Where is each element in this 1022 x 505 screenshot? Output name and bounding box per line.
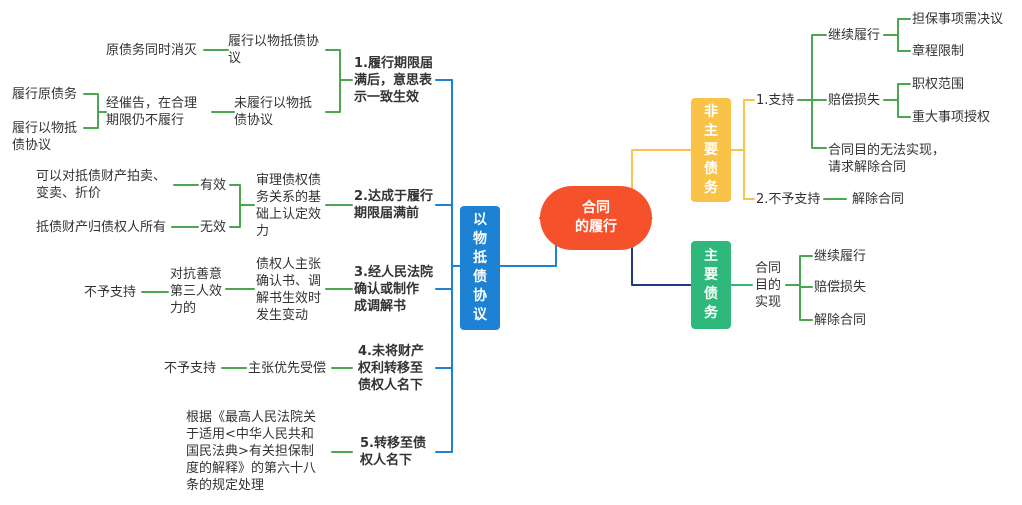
- left-item-4-branch: 主张优先受偿: [248, 361, 327, 376]
- left-item-1-grandchild-1: 履行原债务: [12, 87, 78, 102]
- left-item-3-child: 对抗善意 第三人效 力的: [170, 267, 223, 316]
- left-item-5-branch: 根据《最高人民法院关 于适用<中华人民共和 国民法典>有关担保制 度的解释》的第…: [186, 410, 317, 493]
- purpose-not-achieved: 合同目的无法实现， 请求解除合同: [828, 143, 946, 175]
- left-item-5: 5.转移至债 权人名下: [360, 436, 426, 468]
- main-terminate-contract: 解除合同: [814, 313, 867, 328]
- articles-restriction: 章程限制: [912, 44, 965, 59]
- left-item-4: 4.未将财产 权利转移至 债权人名下: [358, 344, 424, 393]
- main-continue-performance: 继续履行: [814, 249, 867, 264]
- terminate-contract-1: 解除合同: [852, 192, 905, 207]
- non-main-not-supported: 2.不予支持: [756, 192, 821, 207]
- major-matter-authorization: 重大事项授权: [912, 110, 991, 125]
- left-item-2-branch: 审理债权债 务关系的基 础上认定效 力: [256, 173, 322, 239]
- root-node: 合同 的履行: [540, 186, 652, 250]
- left-main-node: 以 物 抵 债 协 议: [460, 206, 500, 330]
- left-item-1: 1.履行期限届 满后，意思表 示一致生效: [354, 56, 433, 105]
- left-item-3-grandchild: 不予支持: [84, 285, 137, 300]
- left-item-4-child: 不予支持: [164, 361, 217, 376]
- non-main-debt-node: 非 主 要 债 务: [691, 98, 731, 202]
- left-item-2-valid: 有效: [200, 178, 227, 193]
- support-continue-performance: 继续履行: [828, 28, 881, 43]
- guarantee-resolution: 担保事项需决议: [912, 12, 1004, 27]
- main-debt-node: 主 要 债 务: [691, 241, 731, 329]
- left-item-1-branch-1-child: 原债务同时消灭: [106, 43, 198, 58]
- left-item-2-invalid-result: 抵债财产归债权人所有: [36, 220, 167, 235]
- non-main-support: 1.支持: [756, 93, 795, 108]
- left-item-1-branch-1: 履行以物抵债协 议: [228, 34, 320, 66]
- support-damages: 赔偿损失: [828, 93, 881, 108]
- left-item-2-invalid: 无效: [200, 220, 227, 235]
- main-damages: 赔偿损失: [814, 280, 867, 295]
- left-item-3: 3.经人民法院 确认或制作 成调解书: [354, 265, 433, 314]
- left-item-2: 2.达成于履行 期限届满前: [354, 189, 433, 221]
- left-item-1-branch-2: 未履行以物抵 债协议: [234, 96, 313, 128]
- left-item-1-grandchild-2: 履行以物抵 债协议: [12, 121, 78, 153]
- scope-of-authority: 职权范围: [912, 77, 965, 92]
- left-item-1-branch-2-child: 经催告，在合理 期限仍不履行: [106, 96, 198, 128]
- left-item-2-valid-result: 可以对抵债财产拍卖、 变卖、折价: [36, 169, 167, 201]
- contract-purpose-achieved: 合同 目的 实现: [755, 261, 782, 310]
- left-item-3-branch: 债权人主张 确认书、调 解书生效时 发生变动: [256, 257, 322, 323]
